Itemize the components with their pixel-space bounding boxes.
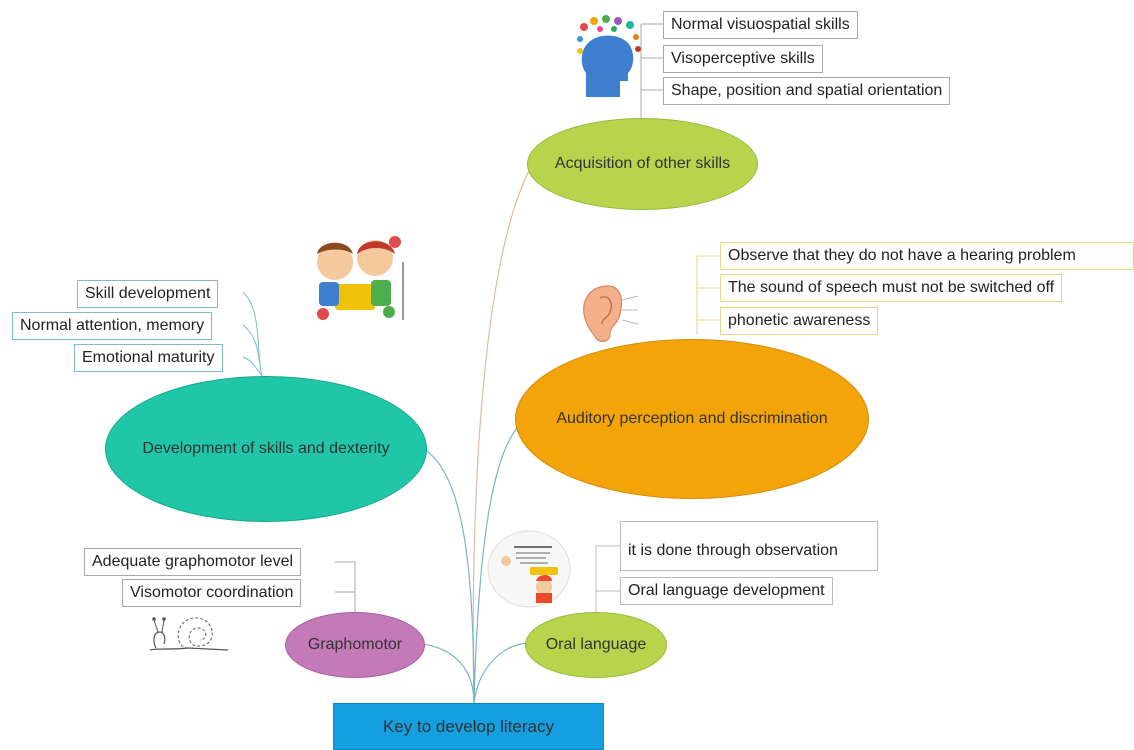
connector-root-acquisition bbox=[472, 159, 536, 704]
leaf-label: The sound of speech must not be switched… bbox=[728, 279, 1055, 296]
leaf-dexterity-2[interactable]: Emotional maturity bbox=[74, 344, 223, 372]
leaf-label: Visomotor coordination bbox=[130, 584, 294, 601]
connector-graphomotor-items bbox=[335, 561, 356, 612]
snail-icon bbox=[149, 617, 229, 651]
leaf-label: Normal attention, memory bbox=[20, 317, 205, 334]
leaf-label: Visoperceptive skills bbox=[671, 50, 815, 67]
connector-root-dexterity bbox=[421, 447, 475, 704]
connector-acquisition-items bbox=[640, 23, 663, 118]
leaf-label: Adequate graphomotor level bbox=[92, 553, 294, 570]
leaf-label: Oral language development bbox=[628, 582, 825, 599]
ear-icon bbox=[583, 285, 639, 343]
branch-acquisition-label: Acquisition of other skills bbox=[554, 155, 731, 172]
leaf-acquisition-2[interactable]: Shape, position and spatial orientation bbox=[663, 77, 951, 105]
connector-auditory-items bbox=[696, 255, 720, 335]
leaf-oral-0[interactable]: it is done through observation bbox=[620, 521, 878, 571]
leaf-dexterity-0[interactable]: Skill development bbox=[77, 280, 219, 308]
leaf-auditory-0[interactable]: Observe that they do not have a hearing … bbox=[720, 242, 1134, 270]
head-brain-icon bbox=[577, 15, 641, 97]
leaf-label: Skill development bbox=[85, 285, 211, 302]
connector-oral-items bbox=[595, 545, 620, 612]
root-node[interactable]: Key to develop literacy bbox=[333, 703, 604, 750]
branch-acquisition[interactable]: Acquisition of other skills bbox=[527, 118, 758, 210]
oral-language-poster-icon bbox=[487, 530, 571, 608]
branch-dexterity[interactable]: Development of skills and dexterity bbox=[105, 376, 427, 522]
children-reading-icon bbox=[317, 236, 404, 320]
connector-dexterity-items bbox=[242, 291, 263, 377]
branch-oral-label: Oral language bbox=[545, 636, 647, 653]
leaf-label: Emotional maturity bbox=[82, 349, 215, 366]
leaf-label: Shape, position and spatial orientation bbox=[671, 82, 943, 99]
leaf-auditory-2[interactable]: phonetic awareness bbox=[720, 307, 879, 335]
branch-dexterity-label: Development of skills and dexterity bbox=[142, 440, 390, 457]
branch-graphomotor[interactable]: Graphomotor bbox=[285, 612, 425, 678]
leaf-auditory-1[interactable]: The sound of speech must not be switched… bbox=[720, 274, 1063, 302]
branch-auditory[interactable]: Auditory perception and discrimination bbox=[515, 339, 869, 499]
leaf-acquisition-1[interactable]: Visoperceptive skills bbox=[663, 45, 823, 73]
leaf-graphomotor-0[interactable]: Adequate graphomotor level bbox=[84, 548, 302, 576]
connector-root-auditory bbox=[473, 417, 529, 704]
leaf-label: Normal visuospatial skills bbox=[671, 16, 850, 33]
leaf-oral-1[interactable]: Oral language development bbox=[620, 577, 833, 605]
leaf-label: it is done through observation bbox=[628, 542, 838, 559]
branch-graphomotor-label: Graphomotor bbox=[307, 636, 403, 653]
leaf-graphomotor-1[interactable]: Visomotor coordination bbox=[122, 579, 302, 607]
leaf-label: phonetic awareness bbox=[728, 312, 871, 329]
connector-root-oral bbox=[473, 642, 529, 704]
leaf-label: Observe that they do not have a hearing … bbox=[728, 247, 1076, 264]
branch-oral[interactable]: Oral language bbox=[525, 612, 667, 678]
root-label: Key to develop literacy bbox=[382, 716, 555, 736]
branch-auditory-label: Auditory perception and discrimination bbox=[556, 410, 828, 427]
leaf-acquisition-0[interactable]: Normal visuospatial skills bbox=[663, 11, 858, 39]
leaf-dexterity-1[interactable]: Normal attention, memory bbox=[12, 312, 213, 340]
